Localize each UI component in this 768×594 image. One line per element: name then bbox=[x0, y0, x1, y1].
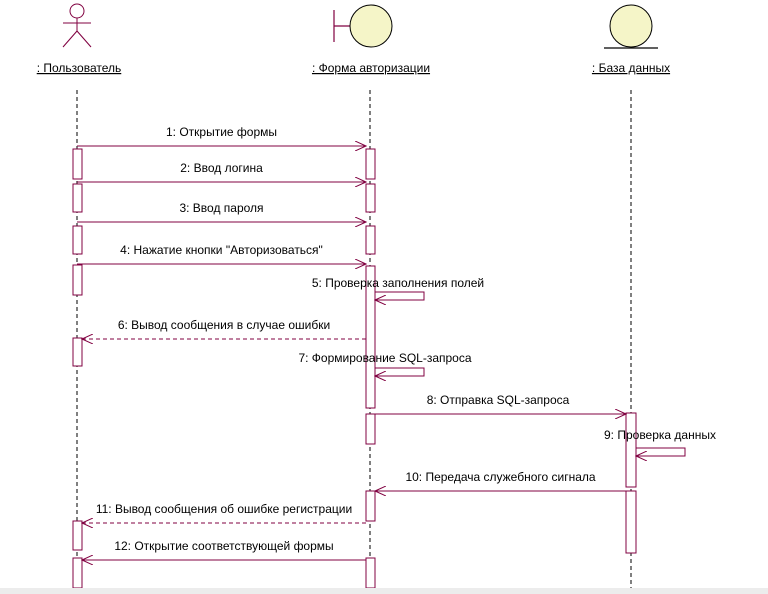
activation-db bbox=[625, 490, 637, 554]
activation-user bbox=[72, 183, 83, 213]
activation-form bbox=[365, 183, 376, 213]
message-arrow bbox=[375, 367, 425, 376]
activation-form bbox=[365, 490, 376, 522]
participant-label-form: : Форма авторизации bbox=[312, 61, 430, 75]
activation-user bbox=[72, 337, 83, 367]
activation-user bbox=[72, 148, 83, 180]
message-label: 7: Формирование SQL-запроса bbox=[298, 351, 471, 365]
message-2: 2: Ввод логина bbox=[77, 161, 366, 182]
activation-form bbox=[365, 557, 376, 589]
actor-user-icon bbox=[62, 3, 92, 48]
activation-form bbox=[365, 225, 376, 255]
message-label: 2: Ввод логина bbox=[180, 161, 263, 175]
activation-user bbox=[72, 264, 83, 296]
message-4: 4: Нажатие кнопки "Авторизоваться" bbox=[77, 243, 366, 264]
activations bbox=[72, 148, 637, 589]
activation-form bbox=[365, 413, 376, 445]
message-9: 9: Проверка данных bbox=[604, 428, 716, 456]
message-11: 11: Вывод сообщения об ошибке регистраци… bbox=[82, 502, 366, 523]
message-label: 10: Передача служебного сигнала bbox=[405, 470, 595, 484]
activation-form bbox=[365, 148, 376, 180]
message-label: 5: Проверка заполнения полей bbox=[312, 276, 484, 290]
message-1: 1: Открытие формы bbox=[77, 125, 366, 146]
message-label: 11: Вывод сообщения об ошибке регистраци… bbox=[96, 502, 352, 516]
activation-user bbox=[72, 520, 83, 551]
bottom-border bbox=[0, 588, 768, 594]
message-arrow bbox=[375, 291, 425, 300]
participant-label-db: : База данных bbox=[592, 61, 670, 75]
message-8: 8: Отправка SQL-запроса bbox=[370, 393, 626, 414]
entity-database-icon bbox=[604, 4, 658, 49]
message-7: 7: Формирование SQL-запроса bbox=[298, 351, 472, 376]
message-6: 6: Вывод сообщения в случае ошибки bbox=[82, 318, 366, 339]
participant-label-user: : Пользователь bbox=[37, 61, 122, 75]
message-label: 12: Открытие соответствующей формы bbox=[114, 539, 333, 553]
boundary-form-icon bbox=[333, 4, 393, 48]
activation-form bbox=[365, 265, 376, 409]
message-arrow bbox=[636, 447, 686, 456]
message-label: 8: Отправка SQL-запроса bbox=[427, 393, 570, 407]
message-label: 3: Ввод пароля bbox=[179, 201, 263, 215]
activation-db bbox=[625, 412, 637, 488]
message-12: 12: Открытие соответствующей формы bbox=[82, 539, 366, 560]
message-label: 1: Открытие формы bbox=[166, 125, 277, 139]
message-5: 5: Проверка заполнения полей bbox=[312, 276, 484, 300]
message-label: 9: Проверка данных bbox=[604, 428, 716, 442]
message-3: 3: Ввод пароля bbox=[77, 201, 366, 222]
message-label: 6: Вывод сообщения в случае ошибки bbox=[118, 318, 330, 332]
activation-user bbox=[72, 225, 83, 255]
message-10: 10: Передача служебного сигнала bbox=[375, 470, 626, 491]
activation-user bbox=[72, 557, 83, 589]
message-label: 4: Нажатие кнопки "Авторизоваться" bbox=[120, 243, 323, 257]
